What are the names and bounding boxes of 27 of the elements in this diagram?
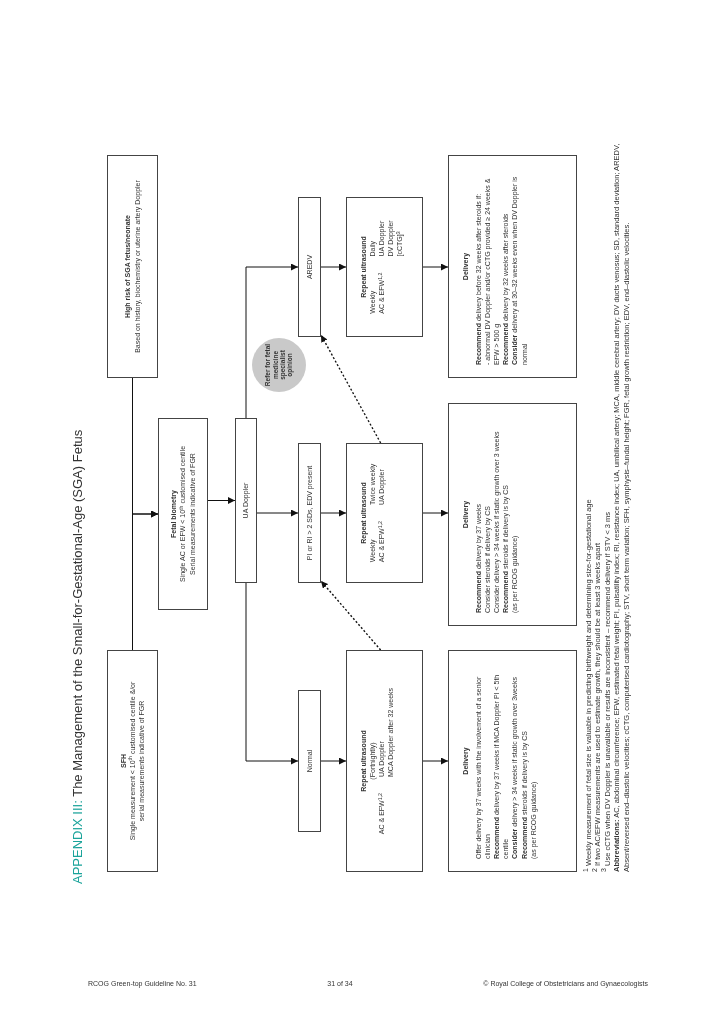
arrow xyxy=(256,509,299,517)
process-box xyxy=(298,443,321,583)
process-box xyxy=(346,650,423,872)
process-box xyxy=(448,403,577,626)
process-box xyxy=(346,443,423,583)
process-box xyxy=(107,650,158,872)
process-box xyxy=(298,197,321,337)
process-box xyxy=(448,650,577,872)
arrow xyxy=(320,757,347,765)
title: APPENDIX III: The Management of the Small-for-Gestational-Age (SGA) Fetus xyxy=(69,429,86,884)
arrow xyxy=(245,582,299,765)
process-box xyxy=(235,418,257,583)
dashed-arrow xyxy=(320,334,382,444)
process-box xyxy=(298,690,321,832)
process-box xyxy=(448,155,577,378)
arrow xyxy=(422,509,449,517)
arrow xyxy=(245,263,299,419)
arrow xyxy=(207,497,236,504)
process-box xyxy=(107,155,158,378)
arrow xyxy=(422,757,449,765)
arrow xyxy=(320,509,347,517)
arrow xyxy=(132,377,159,518)
arrow xyxy=(320,263,347,271)
arrow xyxy=(422,263,449,271)
process-box xyxy=(346,197,423,337)
process-box xyxy=(158,418,208,610)
dashed-arrow xyxy=(320,580,382,651)
